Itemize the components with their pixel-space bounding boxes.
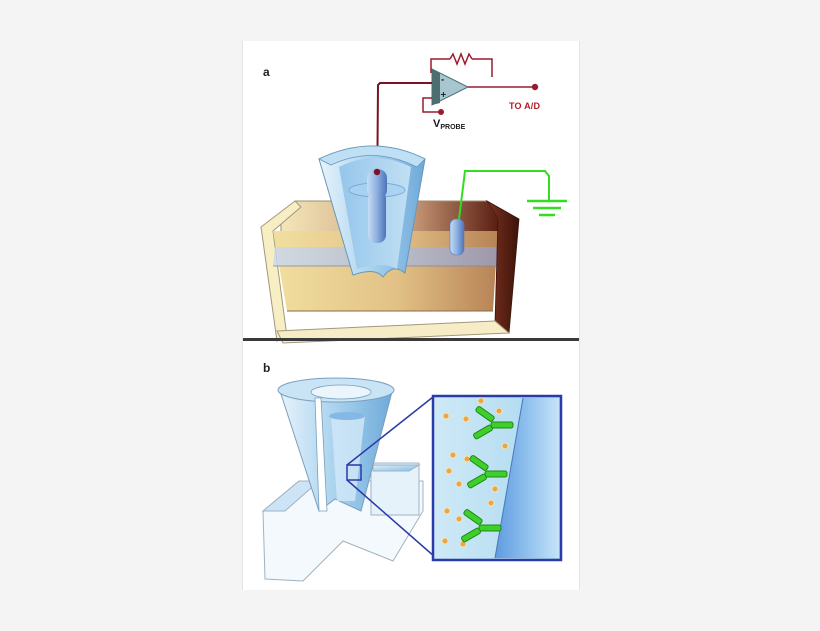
figure-panel: a: [242, 41, 580, 590]
feedback-resistor: [430, 51, 493, 77]
vprobe-subscript: PROBE: [440, 124, 466, 131]
panel-a-label: a: [263, 65, 270, 79]
svg-text:+: +: [440, 90, 447, 99]
output-terminal: [531, 83, 539, 91]
ground-wire: [457, 170, 550, 228]
magnified-inset: [431, 394, 563, 562]
op-amp: - +: [431, 68, 470, 106]
svg-text:-: -: [441, 75, 444, 84]
panel-divider: [243, 338, 579, 341]
panel-b-label: b: [263, 361, 271, 375]
reference-electrode: [449, 218, 465, 256]
vprobe-main: V: [433, 118, 441, 130]
probe-cone: [318, 145, 426, 278]
antibodies: [461, 406, 514, 543]
vprobe-wire: [422, 97, 439, 113]
panel-a-artwork: - +: [260, 51, 567, 344]
figure-artwork: - +: [260, 51, 567, 582]
to-ad-label: TO A/D: [509, 101, 541, 111]
ground-icon: [527, 199, 567, 217]
magnification-rays: [346, 396, 436, 558]
vprobe-terminal: [438, 109, 444, 115]
vprobe-label: VPROBE: [433, 118, 465, 131]
panel-b-artwork: [261, 377, 563, 582]
